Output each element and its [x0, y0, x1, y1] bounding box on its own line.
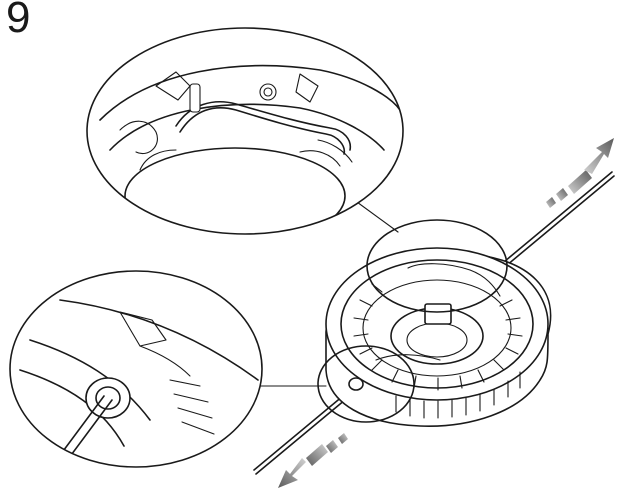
ring-slots: [353, 283, 523, 391]
device-base: [325, 247, 552, 427]
upper-arrow-icon: [546, 138, 614, 208]
rim-slots: [395, 371, 521, 419]
callout-circles: [317, 219, 508, 423]
magnified-view-top: [86, 27, 404, 235]
step-number: 9: [6, 0, 31, 42]
magnified-view-left: [9, 270, 263, 468]
lower-arrow-icon: [278, 433, 348, 488]
